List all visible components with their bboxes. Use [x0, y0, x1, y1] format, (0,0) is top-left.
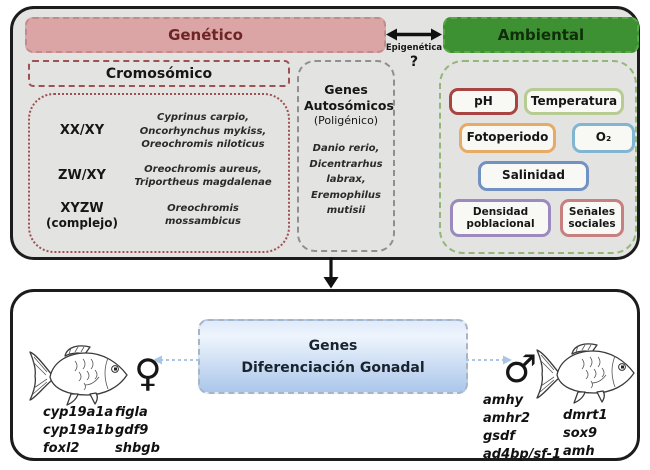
gene-item: ad4bp/sf-1: [483, 447, 562, 462]
system-label: ZW/XY: [58, 168, 106, 184]
gene-item: gdf9: [115, 423, 149, 438]
epigenetics-label: Epigenética ?: [381, 43, 447, 71]
autosomal-subtitle: (Poligénico): [313, 114, 379, 128]
gonadal-box-line1: Genes: [308, 338, 358, 354]
factor-chip-salinidad: Salinidad: [478, 161, 589, 191]
female-genes-column-2: figla gdf9 shbgb: [115, 404, 160, 458]
environmental-header-label: Ambiental: [497, 26, 585, 44]
environmental-header: Ambiental: [443, 17, 639, 53]
system-label: XX/XY: [59, 123, 105, 139]
genetic-header-label: Genético: [168, 26, 243, 44]
system-note: (complejo): [45, 216, 119, 231]
gonadal-differentiation-panel: Genes Diferenciación Gonadal ♀ ♂: [10, 289, 640, 464]
factor-chip-temperatura: Temperatura: [524, 88, 624, 115]
chromosome-row-xyzw: XYZW (complejo) Oreochromis mossambicus: [38, 201, 280, 231]
chromosomal-title: Cromosómico: [28, 60, 290, 87]
chromosome-row-zwxy: ZW/XY Oreochromis aureus, Triportheus ma…: [38, 163, 280, 190]
species-list: Oreochromis aureus, Triportheus magdalen…: [134, 163, 272, 189]
chromosome-row-xxxy: XX/XY Cyprinus carpio, Oncorhynchus myki…: [38, 111, 280, 152]
down-arrow-icon: [321, 257, 341, 293]
factor-chip-oxigeno: O₂: [572, 123, 635, 153]
dashed-arrow-left-icon: [152, 352, 200, 371]
dashed-arrow-right-icon: [465, 352, 513, 371]
autosomal-title: Genes Autosómicos: [304, 82, 394, 113]
species-list: Cyprinus carpio, Oncorhynchus mykiss, Or…: [139, 112, 267, 150]
gene-item: figla: [115, 405, 148, 420]
chromosomal-systems-box: XX/XY Cyprinus carpio, Oncorhynchus myki…: [28, 93, 290, 253]
female-genes-column-1: cyp19a1a cyp19a1b foxl2: [43, 404, 114, 458]
gene-item: dmrt1: [563, 408, 608, 423]
gene-item: sox9: [563, 426, 598, 441]
system-label: XYZW (complejo): [38, 201, 126, 231]
species-list: Oreochromis mossambicus: [165, 202, 241, 228]
gene-item: gsdf: [483, 429, 516, 444]
female-fish-icon: [27, 342, 133, 414]
gene-item: amhy: [483, 393, 524, 408]
gene-item: foxl2: [43, 441, 80, 456]
male-symbol: ♂: [503, 347, 538, 391]
gene-item: cyp19a1a: [43, 405, 114, 420]
male-genes-column-1: amhy amhr2 gsdf ad4bp/sf-1: [483, 392, 561, 464]
factors-panel: Genético Epigenética ? Ambiental Cromosó…: [10, 6, 640, 260]
epigenetics-question-mark: ?: [409, 54, 419, 71]
male-fish-icon: [534, 340, 640, 412]
environmental-factors-box: pH Temperatura Fotoperiodo O₂ Salinidad …: [439, 60, 637, 254]
female-symbol: ♀: [134, 351, 162, 395]
gonadal-genes-box: Genes Diferenciación Gonadal: [198, 319, 468, 394]
factor-chip-senales-sociales: Señales sociales: [560, 199, 624, 237]
factor-chip-densidad-poblacional: Densidad poblacional: [450, 199, 551, 237]
autosomal-genes-box: Genes Autosómicos (Poligénico) Danio rer…: [297, 60, 395, 252]
gene-item: cyp19a1b: [43, 423, 114, 438]
genetic-header: Genético: [25, 17, 386, 53]
male-genes-column-2: dmrt1 sox9 amh: [563, 407, 608, 461]
factor-chip-ph: pH: [449, 88, 518, 115]
gene-item: shbgb: [115, 441, 160, 456]
factor-chip-fotoperiodo: Fotoperiodo: [459, 123, 556, 153]
double-arrow-icon: [386, 26, 442, 47]
gonadal-box-line2: Diferenciación Gonadal: [241, 359, 425, 376]
autosomal-species-list: Danio rerio, Dicentrarhus labrax, Eremop…: [309, 143, 383, 217]
gene-item: amh: [563, 444, 595, 459]
gene-item: amhr2: [483, 411, 531, 426]
